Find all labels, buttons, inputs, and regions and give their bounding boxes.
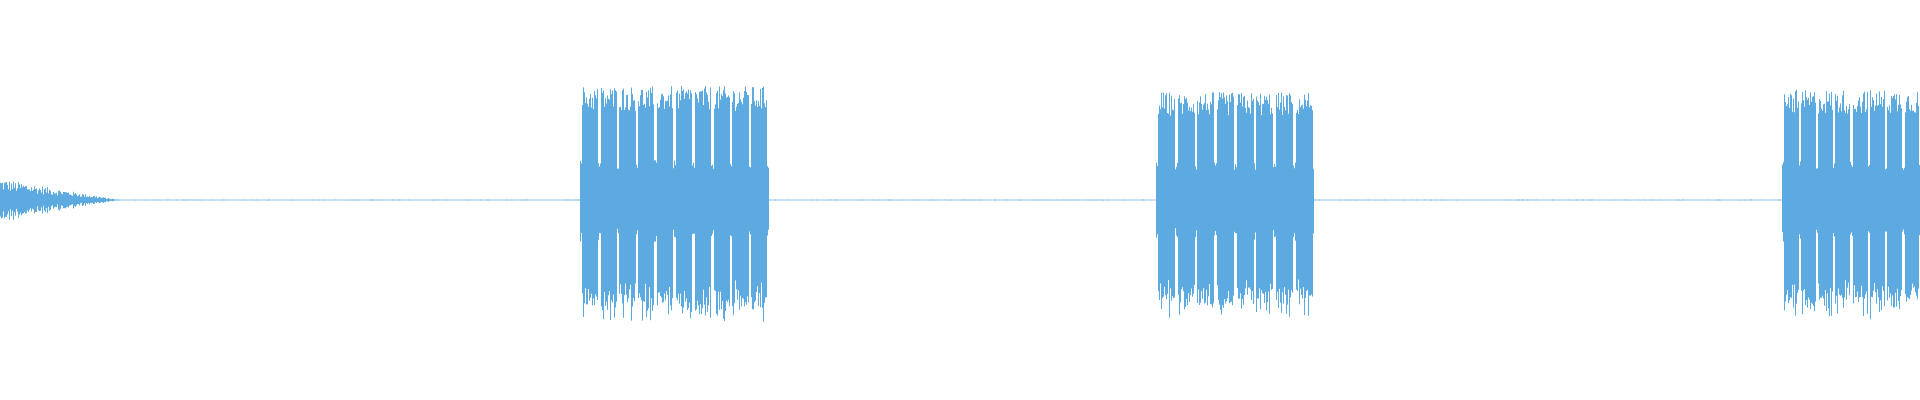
waveform-burst-region[interactable] (580, 0, 768, 400)
waveform-burst-region[interactable] (1156, 0, 1313, 400)
waveform-burst-region[interactable] (1782, 0, 1920, 400)
waveform-amplitude-path (0, 86, 1920, 322)
